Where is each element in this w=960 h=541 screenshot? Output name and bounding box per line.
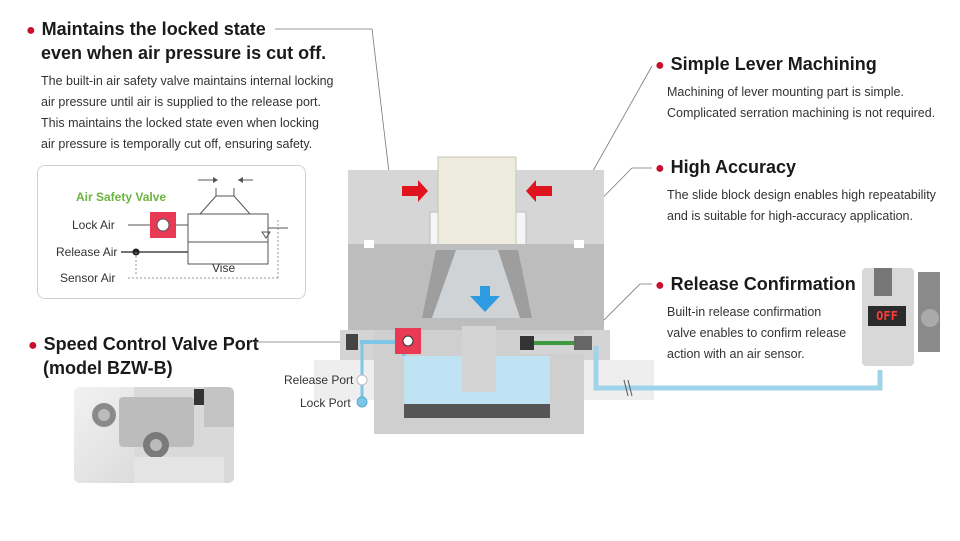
air-safety-valve-inset: Air Safety Valve Lock Air Release Air Se…	[37, 165, 306, 299]
accuracy-body: The slide block design enables high repe…	[655, 185, 955, 227]
safety-body-line: The built-in air safety valve maintains …	[41, 74, 334, 88]
speed-valve-port	[346, 334, 358, 350]
speed-heading-line2: (model BZW-B)	[43, 358, 173, 378]
inset-vise: Vise	[212, 261, 236, 275]
accuracy-heading: ● High Accuracy	[655, 156, 955, 180]
accuracy-heading-text: High Accuracy	[670, 157, 797, 177]
lock-port-icon	[356, 396, 368, 408]
sensor-display	[868, 306, 906, 326]
safety-body-line: air pressure is temporally cut off, ensu…	[41, 137, 313, 151]
release-body-line: action with an air sensor.	[667, 347, 805, 361]
safety-heading-line2: even when air pressure is cut off.	[41, 43, 327, 63]
bullet-icon: ●	[655, 277, 665, 294]
accuracy-section: ● High Accuracy The slide block design en…	[655, 156, 955, 227]
lever-body-line: Machining of lever mounting part is simp…	[667, 85, 904, 99]
bullet-icon: ●	[28, 337, 38, 354]
release-port-icon	[356, 374, 368, 386]
speed-heading: ● Speed Control Valve Port	[28, 333, 288, 357]
release-body-line: Built-in release confirmation	[667, 305, 822, 319]
piston-rod	[462, 326, 496, 392]
bullet-icon: ●	[26, 22, 36, 39]
safety-body-line: air pressure until air is supplied to th…	[41, 95, 322, 109]
release-leader-line	[591, 283, 652, 333]
lever-body-line: Complicated serration machining is not r…	[667, 106, 936, 120]
sensor-display-text: OFF	[876, 309, 898, 323]
piston	[404, 404, 550, 418]
clamp-arrow-right-icon	[402, 180, 428, 202]
valve-photo-drawing	[92, 387, 234, 483]
sensor-air-line	[593, 346, 883, 391]
lever-heading-text: Simple Lever Machining	[670, 54, 877, 74]
workpiece	[437, 156, 517, 248]
inset-release-air: Release Air	[56, 245, 118, 259]
inset-title: Air Safety Valve	[76, 190, 167, 204]
accuracy-body-line: The slide block design enables high repe…	[667, 188, 936, 202]
release-body: Built-in release confirmation valve enab…	[655, 302, 865, 365]
safety-heading: ● Maintains the locked state	[26, 18, 356, 42]
inset-lock-air: Lock Air	[72, 218, 115, 232]
accuracy-body-line: and is suitable for high-accuracy applic…	[667, 209, 913, 223]
slide-block-highlight	[432, 250, 520, 318]
lock-port-label: Lock Port	[300, 396, 351, 410]
release-section: ● Release Confirmation Built-in release c…	[655, 273, 865, 365]
bullet-icon: ●	[655, 160, 665, 177]
release-port-label: Release Port	[284, 373, 354, 387]
safety-body-line: This maintains the locked state even whe…	[41, 116, 319, 130]
speed-valve-photo	[74, 387, 234, 483]
release-body-line: valve enables to confirm release	[667, 326, 847, 340]
bullet-icon: ●	[655, 57, 665, 74]
air-safety-circuit	[121, 177, 288, 279]
lever-section: ● Simple Lever Machining Machining of lev…	[655, 53, 955, 124]
clamp-arrow-left-icon	[526, 180, 552, 202]
release-heading-text: Release Confirmation	[670, 274, 856, 294]
lever-heading: ● Simple Lever Machining	[655, 53, 955, 77]
safety-heading-line1: Maintains the locked state	[41, 19, 266, 39]
safety-body: The built-in air safety valve maintains …	[26, 71, 356, 155]
release-heading: ● Release Confirmation	[655, 273, 865, 297]
speed-heading-line1: Speed Control Valve Port	[43, 334, 259, 354]
safety-section: ● Maintains the locked state even when ai…	[26, 18, 356, 155]
speed-section: ● Speed Control Valve Port (model BZW-B)	[28, 333, 288, 380]
inset-sensor-air: Sensor Air	[60, 271, 116, 285]
release-arrow-icon	[470, 286, 500, 312]
lever-body: Machining of lever mounting part is simp…	[655, 82, 955, 124]
